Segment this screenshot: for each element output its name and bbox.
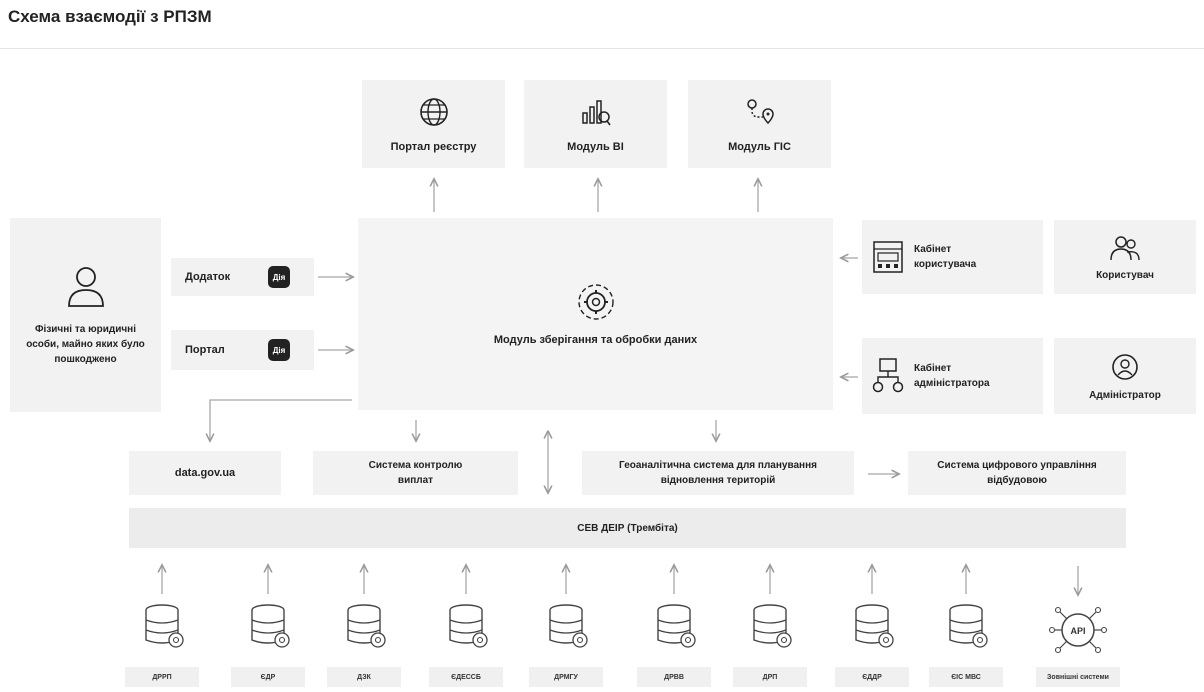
- role-user-label: Користувач: [1096, 269, 1154, 281]
- geoanalytics-box: Геоаналітична система для планування від…: [582, 451, 854, 495]
- person-icon: [67, 266, 104, 307]
- portal-registry-module: Портал реєстру: [362, 80, 505, 168]
- digital-reconstruction-box: Система цифрового управління відбудовою: [908, 451, 1126, 495]
- diia-badge: Дія: [268, 339, 290, 361]
- api-network-icon: API: [1048, 606, 1108, 654]
- admin-cabinet-label: Кабінет адміністратора: [914, 363, 990, 389]
- svg-text:API: API: [1070, 626, 1085, 636]
- digital-reconstruction-label: Система цифрового управління відбудовою: [937, 460, 1097, 486]
- user-group-icon: [1110, 235, 1140, 260]
- source-label: ЄІС МВС: [929, 667, 1003, 687]
- source-label: ДРП: [733, 667, 807, 687]
- trembita-bus: СЕВ ДЕІР (Трембіта): [129, 508, 1126, 548]
- admin-badge-icon: [1112, 353, 1138, 380]
- payments-control-box: Система контролю виплат: [313, 451, 518, 495]
- database-icon: [855, 604, 894, 648]
- source-label: ДЗК: [327, 667, 401, 687]
- source-label: ДРВВ: [637, 667, 711, 687]
- source-label: ДРМГУ: [529, 667, 603, 687]
- database-icon: [549, 604, 588, 648]
- entry-portal: Портал Дія: [171, 330, 314, 370]
- affected-persons-label: Фізичні та юридичні особи, майно яких бу…: [26, 323, 145, 365]
- database-icon: [449, 604, 488, 648]
- trembita-bus-label: СЕВ ДЕІР (Трембіта): [577, 522, 678, 534]
- source-label: Зовнішні системи: [1036, 667, 1120, 687]
- map-route-icon: [746, 99, 774, 125]
- admin-cabinet: Кабінет адміністратора: [862, 338, 1043, 414]
- datagov-label: data.gov.ua: [174, 467, 236, 479]
- portal-registry-label: Портал реєстру: [390, 141, 477, 153]
- entry-portal-label: Портал: [185, 344, 225, 356]
- entry-app: Додаток Дія: [171, 258, 314, 296]
- entry-app-label: Додаток: [185, 271, 231, 283]
- source-label: ДРРП: [125, 667, 199, 687]
- database-icon: [657, 604, 696, 648]
- core-data-module: Модуль зберігання та обробки даних: [358, 218, 833, 410]
- user-cabinet-label: Кабінет користувача: [914, 244, 977, 270]
- payments-control-label: Система контролю виплат: [368, 460, 463, 486]
- admin-cabinet-icon: [872, 358, 904, 393]
- gis-module: Модуль ГІС: [688, 80, 831, 168]
- role-user: Користувач: [1054, 220, 1196, 294]
- bi-module: Модуль BI: [524, 80, 667, 168]
- database-icon: [251, 604, 290, 648]
- role-admin-label: Адміністратор: [1089, 389, 1161, 401]
- geoanalytics-label: Геоаналітична система для планування від…: [619, 460, 817, 486]
- bi-analytics-icon: [581, 100, 611, 126]
- gear-cycle-icon: [577, 284, 614, 320]
- title-divider: [0, 48, 1204, 49]
- user-cabinet-icon: [873, 241, 903, 273]
- page-title: Схема взаємодії з РПЗМ: [8, 7, 212, 26]
- gis-module-label: Модуль ГІС: [728, 141, 791, 153]
- database-icon: [347, 604, 386, 648]
- source-label: ЄДДР: [835, 667, 909, 687]
- role-admin: Адміністратор: [1054, 338, 1196, 414]
- source-label: ЄДЕССБ: [429, 667, 503, 687]
- datagov-box: data.gov.ua: [129, 451, 281, 495]
- globe-window-icon: [419, 98, 448, 126]
- core-module-label: Модуль зберігання та обробки даних: [493, 334, 698, 346]
- user-cabinet: Кабінет користувача: [862, 220, 1043, 294]
- diia-badge: Дія: [268, 266, 290, 288]
- bi-module-label: Модуль BI: [567, 141, 624, 153]
- source-label: ЄДР: [231, 667, 305, 687]
- affected-persons-box: Фізичні та юридичні особи, майно яких бу…: [10, 218, 161, 412]
- database-icon: [753, 604, 792, 648]
- database-icon: [145, 604, 184, 648]
- database-icon: [949, 604, 988, 648]
